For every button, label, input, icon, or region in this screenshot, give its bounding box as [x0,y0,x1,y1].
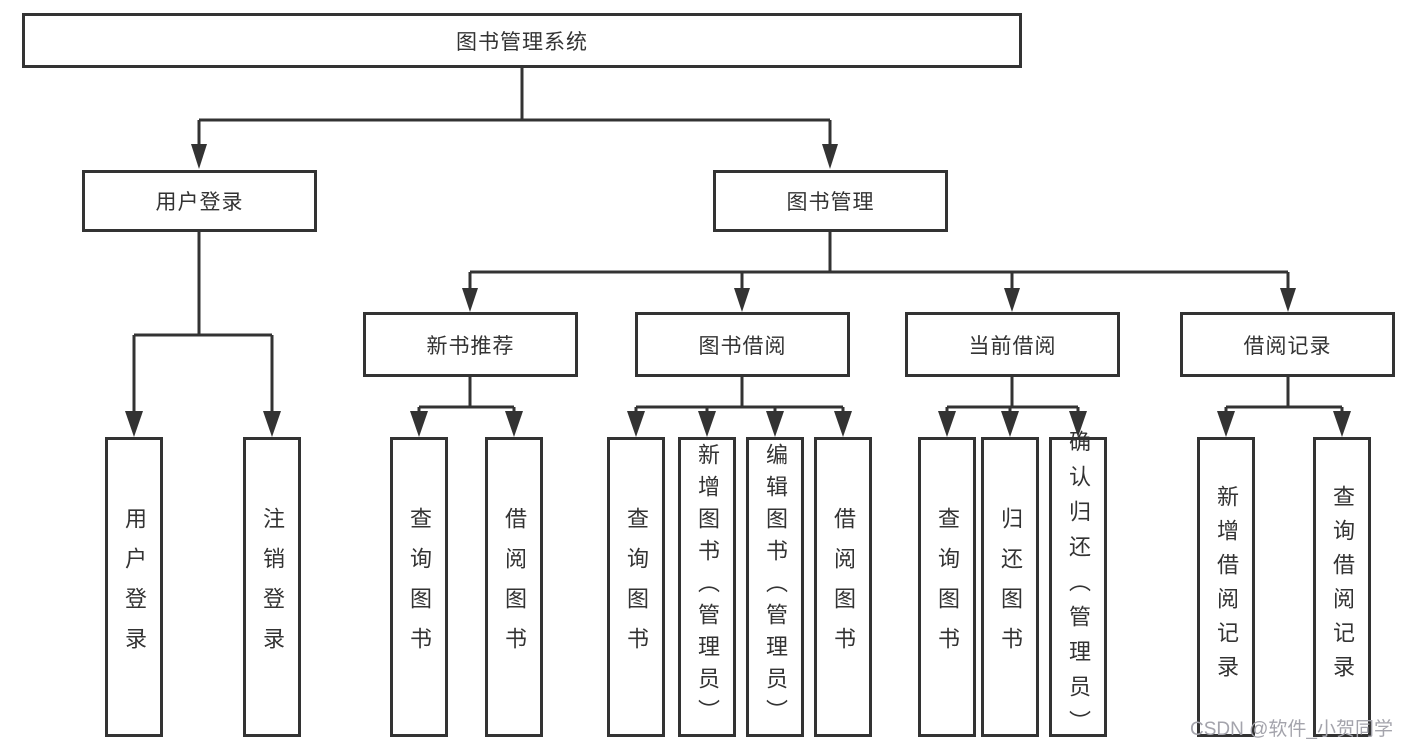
node-book-borrow: 图书借阅 [635,312,850,377]
leaf-add-book-admin-label: 新增图书（管理员） [695,443,720,731]
csdn-watermark: CSDN @软件_小贺同学 [1190,719,1393,740]
leaf-confirm-return-admin-label: 确认归还（管理员） [1066,429,1091,745]
leaf-query-books-current-label: 查询图书 [935,507,960,667]
node-borrow-records: 借阅记录 [1180,312,1395,377]
leaf-confirm-return-admin: 确认归还（管理员） [1049,430,1107,745]
leaf-return-book: 归还图书 [981,437,1039,737]
leaf-user-login-label: 用户登录 [122,507,147,667]
arrowheads [125,144,1351,437]
leaf-user-login: 用户登录 [105,437,163,737]
node-borrow-records-label: 借阅记录 [1243,334,1332,358]
leaf-add-borrow-record-label: 新增借阅记录 [1214,485,1239,689]
leaf-borrow-books-borrow-label: 借阅图书 [831,507,856,667]
leaf-borrow-books-borrow: 借阅图书 [814,437,872,737]
leaf-query-books-borrow-label: 查询图书 [624,507,649,667]
node-book-borrow-label: 图书借阅 [698,334,787,358]
leaf-query-borrow-record: 查询借阅记录 [1313,437,1371,737]
leaf-add-book-admin: 新增图书（管理员） [678,437,736,737]
node-current-borrow: 当前借阅 [905,312,1120,377]
node-user-login-label: 用户登录 [155,191,244,214]
node-book-management: 图书管理 [713,170,948,232]
leaf-logout-label: 注销登录 [260,507,285,667]
leaf-query-books-current: 查询图书 [918,437,976,737]
leaf-query-books-newbook-label: 查询图书 [407,507,432,667]
leaf-query-books-newbook: 查询图书 [390,437,448,737]
node-current-borrow-label: 当前借阅 [968,334,1057,358]
leaf-borrow-books-newbook: 借阅图书 [485,437,543,737]
node-book-management-label: 图书管理 [786,191,875,214]
leaf-borrow-books-newbook-label: 借阅图书 [502,507,527,667]
leaf-edit-book-admin-label: 编辑图书（管理员） [763,443,788,731]
node-new-book-recommend-label: 新书推荐 [426,334,515,358]
node-user-login: 用户登录 [82,170,317,232]
leaf-query-borrow-record-label: 查询借阅记录 [1330,485,1355,689]
connector-strokes [132,68,1344,414]
node-new-book-recommend: 新书推荐 [363,312,578,377]
node-root: 图书管理系统 [22,13,1022,68]
leaf-return-book-label: 归还图书 [998,507,1023,667]
node-root-label: 图书管理系统 [456,30,588,54]
leaf-query-books-borrow: 查询图书 [607,437,665,737]
leaf-edit-book-admin: 编辑图书（管理员） [746,437,804,737]
leaf-logout: 注销登录 [243,437,301,737]
leaf-add-borrow-record: 新增借阅记录 [1197,437,1255,737]
